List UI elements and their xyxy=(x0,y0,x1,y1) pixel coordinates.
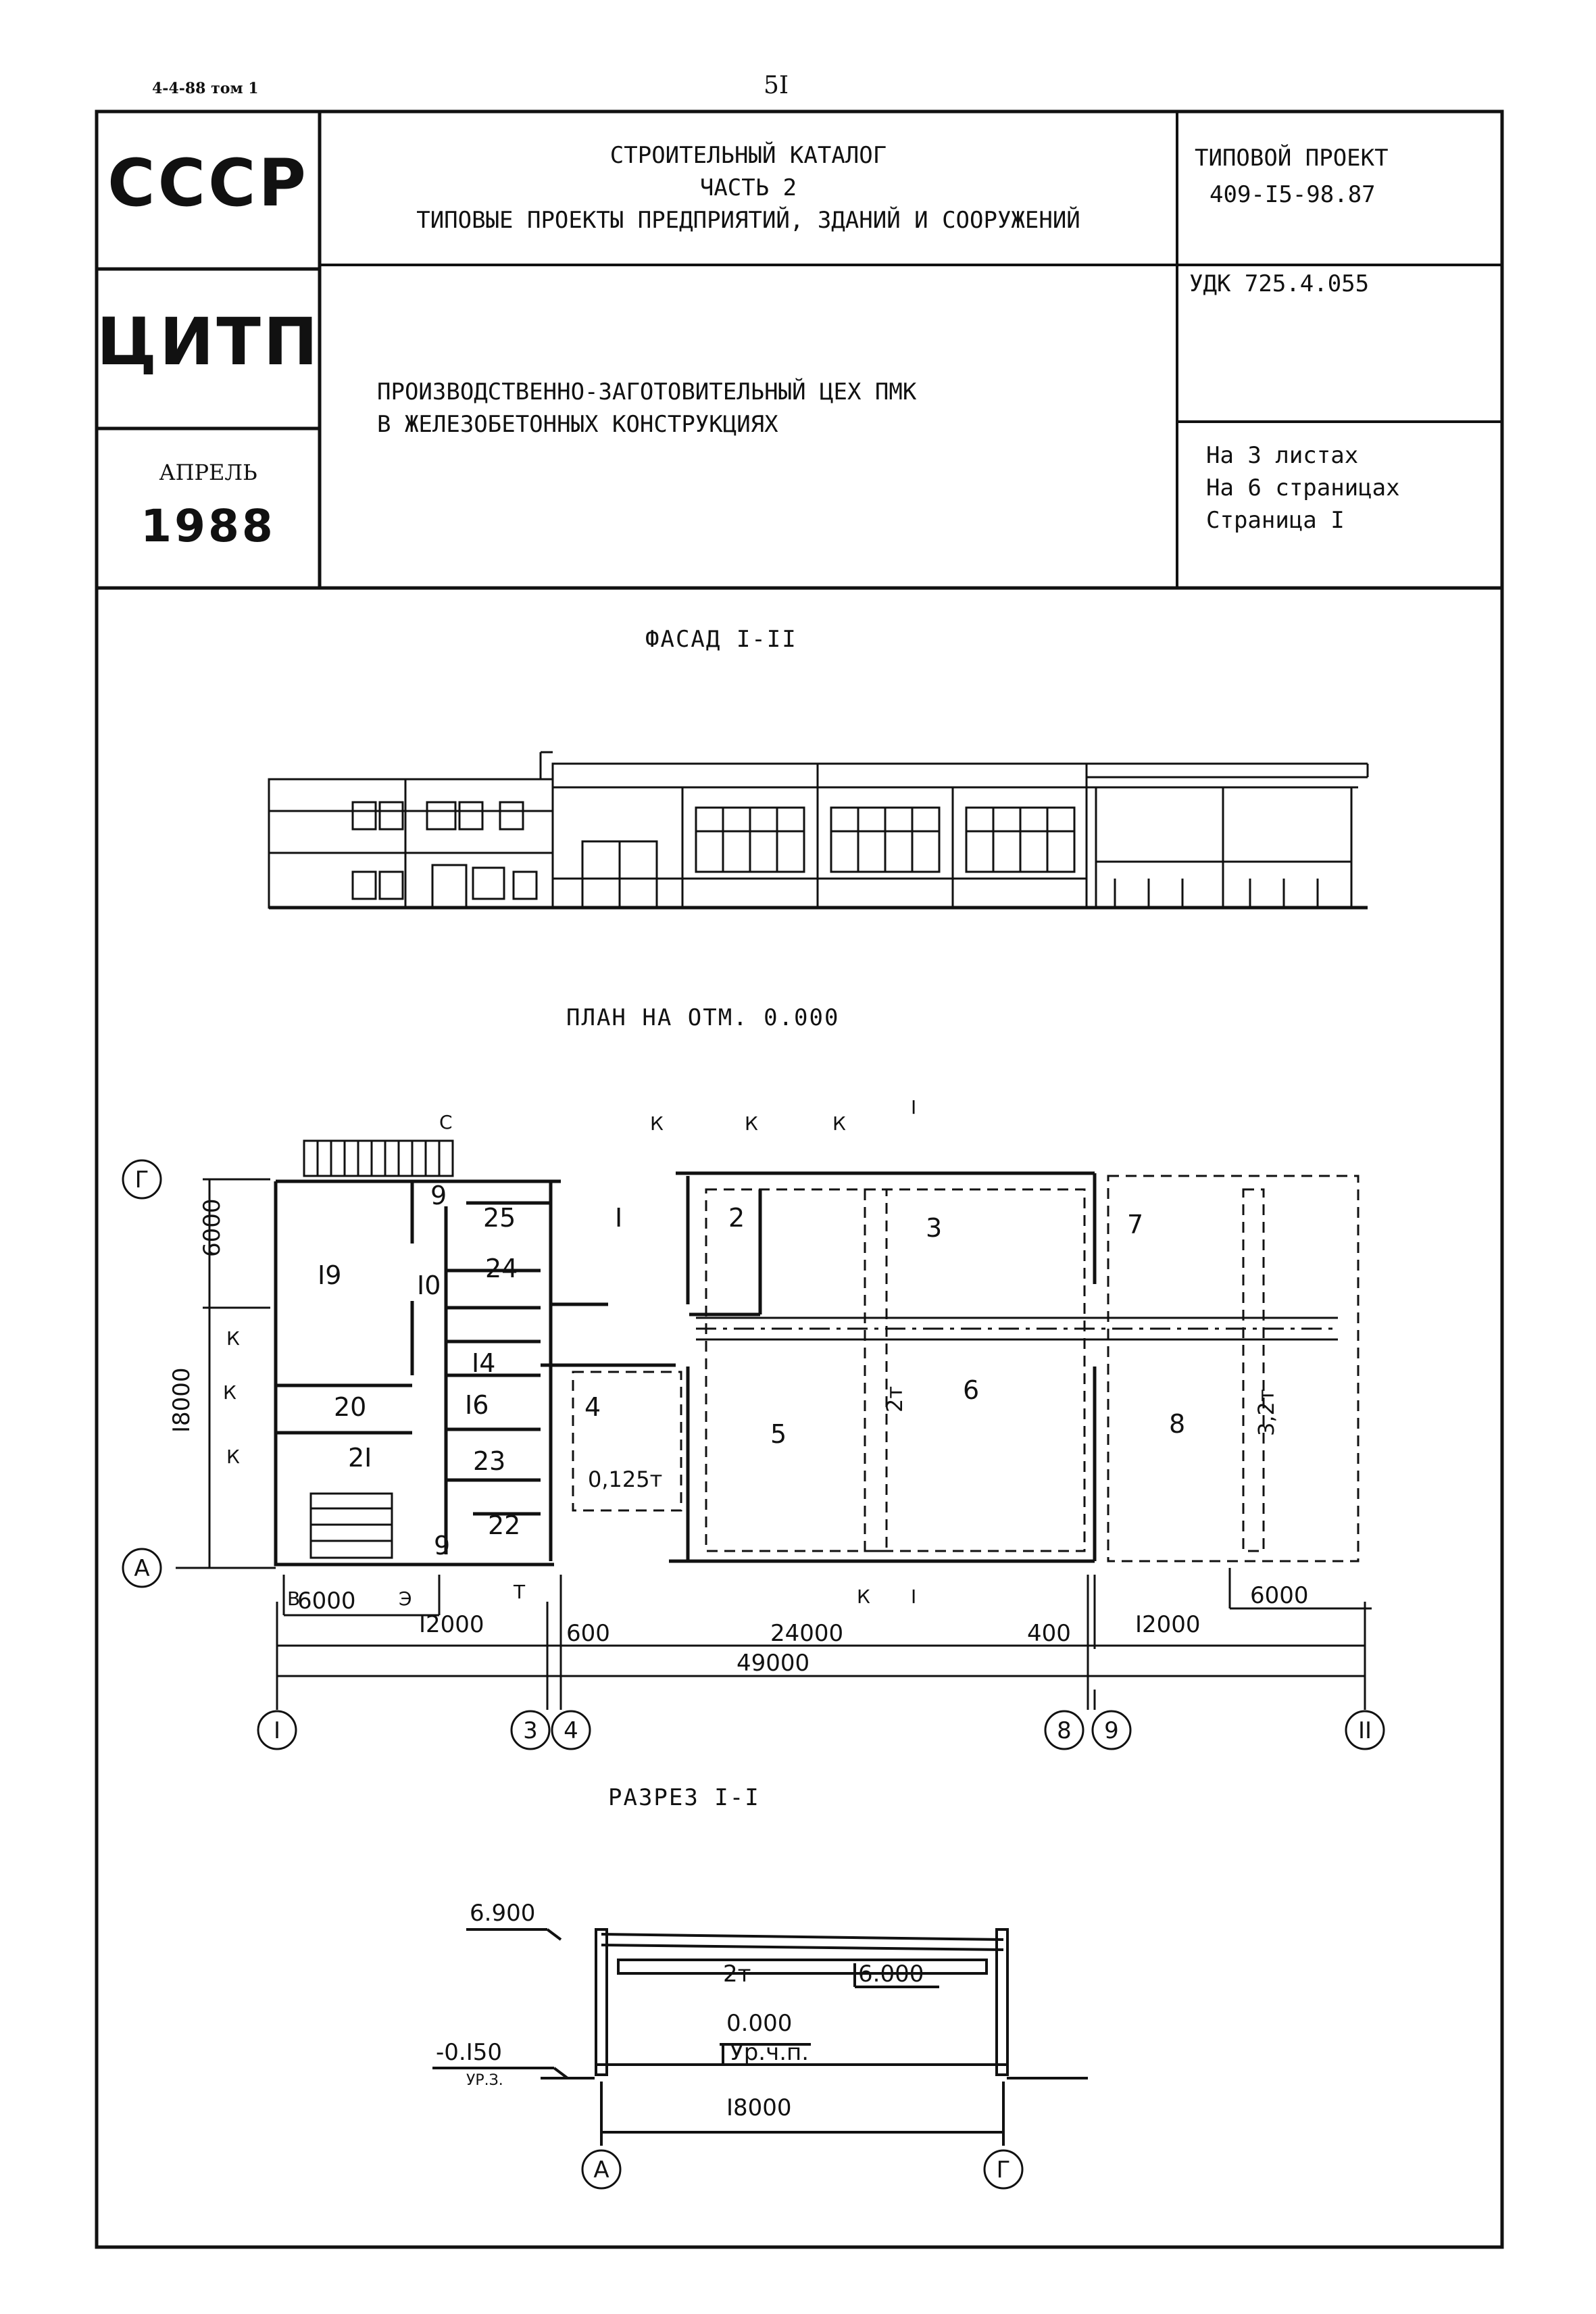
catalog-line-3: ТИПОВЫЕ ПРОЕКТЫ ПРЕДПРИЯТИЙ, ЗДАНИЙ И СО… xyxy=(416,207,1080,234)
room-label: 9 xyxy=(430,1181,447,1210)
mark-label: К xyxy=(226,1327,240,1350)
room-label: 23 xyxy=(473,1446,505,1476)
mark-label: К xyxy=(745,1112,758,1135)
pages-count: На 6 страницах xyxy=(1206,474,1400,501)
project-number: 409-I5-98.87 xyxy=(1210,181,1376,208)
dim-label: I2000 xyxy=(1135,1611,1201,1638)
room-label: 7 xyxy=(1127,1210,1143,1239)
level-label: 6.900 xyxy=(470,1900,535,1927)
span-dim: I8000 xyxy=(726,2094,792,2121)
room-label: 4 xyxy=(584,1392,601,1422)
dim-label: 24000 xyxy=(770,1620,843,1647)
stamp-year: 1988 xyxy=(141,500,276,552)
mark-label: В xyxy=(287,1587,300,1610)
room-label: 22 xyxy=(488,1510,520,1540)
crane-label: 2т xyxy=(882,1386,907,1412)
project-title-line-2: В ЖЕЛЕЗОБЕТОННЫХ КОНСТРУКЦИЯХ xyxy=(377,411,778,438)
dim-label: I8000 xyxy=(168,1367,195,1433)
room-label: 2 xyxy=(728,1203,745,1233)
plan-caption: ПЛАН НА ОТМ. 0.000 xyxy=(566,1004,840,1031)
axis-label: А xyxy=(593,2157,609,2184)
room-label: 9 xyxy=(434,1531,450,1560)
dim-label: 6000 xyxy=(1250,1582,1309,1609)
level-note: УР.З. xyxy=(466,2072,503,2089)
mark-label: К xyxy=(650,1112,664,1135)
catalog-line-2: ЧАСТЬ 2 xyxy=(699,174,797,201)
level-note: Ур.ч.п. xyxy=(730,2039,809,2066)
axis-label: Г xyxy=(135,1166,149,1193)
stamp-org: ЦИТП xyxy=(97,304,321,380)
crane-label: 3,2т xyxy=(1253,1389,1279,1436)
catalog-line-1: СТРОИТЕЛЬНЫЙ КАТАЛОГ xyxy=(609,142,887,169)
dim-label: 49000 xyxy=(737,1650,809,1677)
axis-label: I xyxy=(274,1717,280,1744)
page-number: 5I xyxy=(764,72,789,99)
axis-label: 4 xyxy=(564,1717,578,1744)
mark-label: I xyxy=(911,1585,916,1608)
crane-label: 0,125т xyxy=(588,1467,662,1492)
mark-label: I xyxy=(911,1096,916,1118)
project-label: ТИПОВОЙ ПРОЕКТ xyxy=(1195,145,1389,172)
room-label: I6 xyxy=(465,1390,489,1420)
facade-caption: ФАСАД I-II xyxy=(645,626,797,653)
dim-label: I2000 xyxy=(419,1611,484,1638)
page-index: Страница I xyxy=(1206,507,1345,534)
mark-label: Э xyxy=(399,1587,412,1610)
room-label: 24 xyxy=(485,1254,518,1283)
volume-code: 4-4-88 том 1 xyxy=(152,80,259,97)
axis-label: 8 xyxy=(1057,1717,1072,1744)
room-label: 25 xyxy=(483,1203,516,1233)
mark-label: К xyxy=(832,1112,846,1135)
axis-label: 9 xyxy=(1104,1717,1119,1744)
crane-label: 2т xyxy=(723,1961,751,1988)
room-label: I0 xyxy=(417,1271,441,1300)
sheets-count: На 3 листах xyxy=(1206,442,1359,469)
dim-label: 600 xyxy=(566,1620,610,1647)
stamp-month: АПРЕЛЬ xyxy=(159,460,257,485)
mark-label: Т xyxy=(513,1581,526,1603)
mark-label: К xyxy=(226,1446,240,1468)
axis-label: II xyxy=(1358,1717,1372,1744)
udk-code: УДК 725.4.055 xyxy=(1189,270,1370,297)
room-label: I xyxy=(615,1203,622,1233)
project-title-line-1: ПРОИЗВОДСТВЕННО-ЗАГОТОВИТЕЛЬНЫЙ ЦЕХ ПМК xyxy=(377,378,917,405)
room-label: 2I xyxy=(348,1443,372,1473)
mark-label: К xyxy=(857,1585,870,1608)
room-label: I4 xyxy=(472,1348,495,1378)
level-label: -0.I50 xyxy=(436,2039,502,2066)
axis-label: А xyxy=(134,1555,149,1582)
room-label: 3 xyxy=(926,1213,942,1243)
room-label: 8 xyxy=(1169,1409,1185,1439)
section-caption: РАЗРЕЗ I-I xyxy=(608,1784,760,1811)
dim-label: 400 xyxy=(1027,1620,1071,1647)
room-label: 20 xyxy=(334,1392,366,1422)
level-label: 6.000 xyxy=(858,1961,924,1988)
room-label: 6 xyxy=(963,1375,979,1405)
mark-label: К xyxy=(223,1381,236,1404)
dim-label: 6000 xyxy=(199,1198,226,1257)
axis-label: Г xyxy=(997,2157,1011,2184)
level-label: 0.000 xyxy=(726,2010,792,2037)
room-label: 5 xyxy=(770,1419,787,1449)
stamp-country: СССР xyxy=(107,145,309,221)
room-label: I9 xyxy=(318,1260,341,1290)
dim-label: 6000 xyxy=(297,1587,356,1615)
mark-label: С xyxy=(439,1111,453,1133)
axis-label: 3 xyxy=(523,1717,538,1744)
